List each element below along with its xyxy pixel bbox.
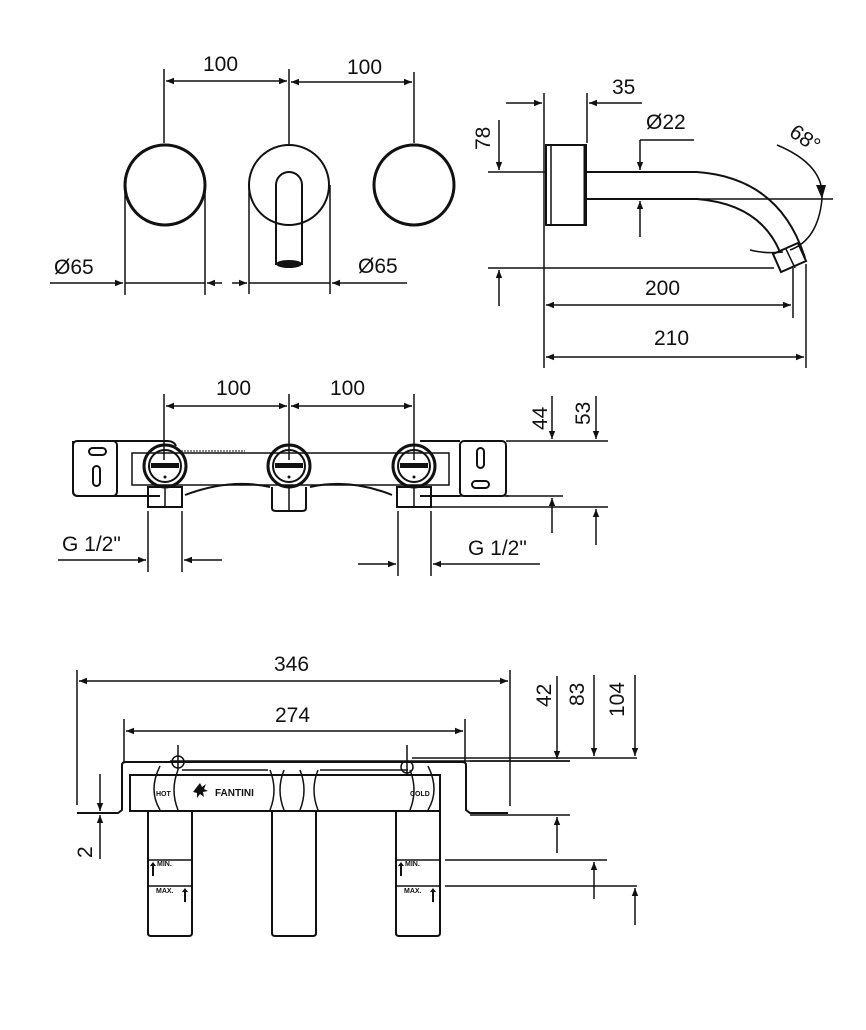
left-handle-icon — [123, 143, 207, 227]
label-max-hot: MAX. — [156, 888, 174, 895]
bracket-top-view: 346 274 HOT COLD FANTINI — [74, 653, 639, 937]
dim-overall-length: 210 — [654, 327, 689, 350]
cold-valve-icon — [391, 443, 437, 508]
brand-logo-icon — [193, 783, 208, 798]
label-cold: COLD — [410, 791, 430, 798]
dim-height: 78 — [472, 127, 495, 150]
right-handle-icon — [372, 143, 456, 227]
dim-depth-3: 104 — [606, 682, 629, 717]
label-min-hot: MIN. — [157, 861, 172, 868]
dim-projection: 200 — [645, 277, 680, 300]
label-min-cold: MIN. — [405, 861, 420, 868]
dim-overall-width: 346 — [274, 653, 309, 676]
spout-rosette-icon — [248, 144, 330, 226]
label-max-cold: MAX. — [404, 888, 422, 895]
dim-plate-depth: 35 — [612, 76, 635, 99]
dim-inner-width: 274 — [275, 704, 310, 727]
dim-depth-1: 42 — [533, 684, 556, 707]
hot-valve-icon — [142, 443, 188, 508]
dim-bracket-spacing-right: 100 — [330, 377, 365, 400]
dim-bracket-height-inner: 44 — [529, 406, 552, 430]
spout-valve-icon — [266, 443, 312, 512]
dim-spacing-right: 100 — [347, 56, 382, 79]
front-view: 100 100 Ø65 Ø65 — [50, 53, 456, 295]
dim-spacing-left: 100 — [203, 53, 238, 76]
dim-diameter-right: Ø65 — [358, 255, 398, 278]
dim-plate-thickness: 2 — [74, 846, 97, 858]
bracket-front-view: 100 100 — [58, 377, 608, 576]
dim-bracket-spacing-left: 100 — [216, 377, 251, 400]
dim-thread-right: G 1/2" — [468, 537, 527, 560]
dim-depth-2: 83 — [566, 683, 589, 706]
brand-name: FANTINI — [215, 788, 254, 799]
dim-thread-left: G 1/2" — [62, 533, 121, 556]
side-view: 35 Ø22 78 68° 200 210 — [472, 76, 833, 368]
dim-bracket-height-outer: 53 — [572, 402, 595, 425]
label-hot: HOT — [156, 791, 172, 798]
dim-spout-diameter: Ø22 — [646, 111, 686, 134]
dim-diameter-left: Ø65 — [54, 256, 94, 279]
